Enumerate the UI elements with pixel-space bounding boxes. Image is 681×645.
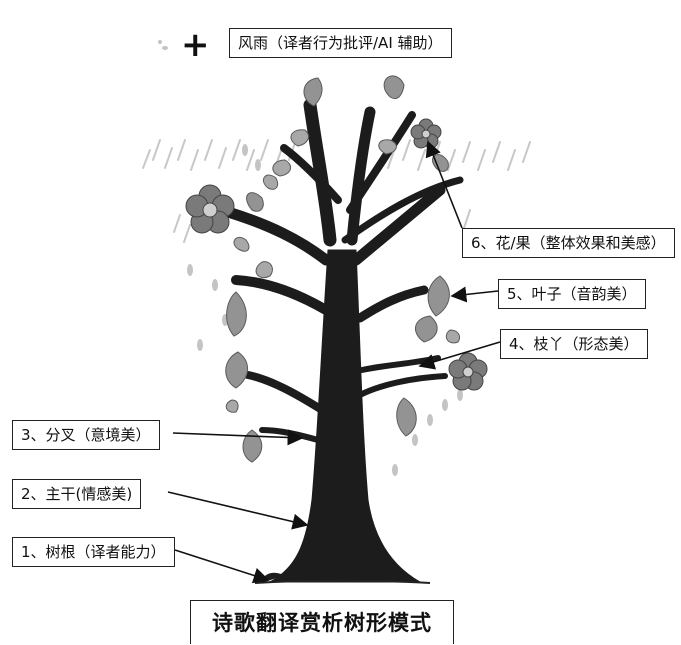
diagram-title: 诗歌翻译赏析树形模式 [190,600,454,644]
label-flower-fruit: 6、花/果（整体效果和美感） [462,228,675,258]
label-leaves: 5、叶子（音韵美） [498,279,646,309]
pointer-arrows [167,140,501,584]
label-trunk: 2、主干(情感美) [12,479,142,509]
tree-trunk [222,98,464,583]
flower-right [448,352,488,391]
ground-line [254,579,431,584]
arrow-trunk [167,491,309,530]
arrow-forks [172,429,304,446]
tree-leaves [225,75,461,463]
arrow-roots [174,549,270,584]
label-roots: 1、树根（译者能力） [12,537,175,567]
label-wind-rain: 风雨（译者行为批评/AI 辅助） [229,28,452,58]
flower-left [185,184,235,234]
arrow-flower [425,140,463,229]
label-twigs: 4、枝丫（形态美） [500,329,648,359]
plus-icon: + [181,25,210,65]
arrow-twigs [418,341,501,370]
label-forks: 3、分叉（意境美） [12,420,160,450]
flower-top-right [410,118,442,149]
arrow-leaves [450,286,499,303]
